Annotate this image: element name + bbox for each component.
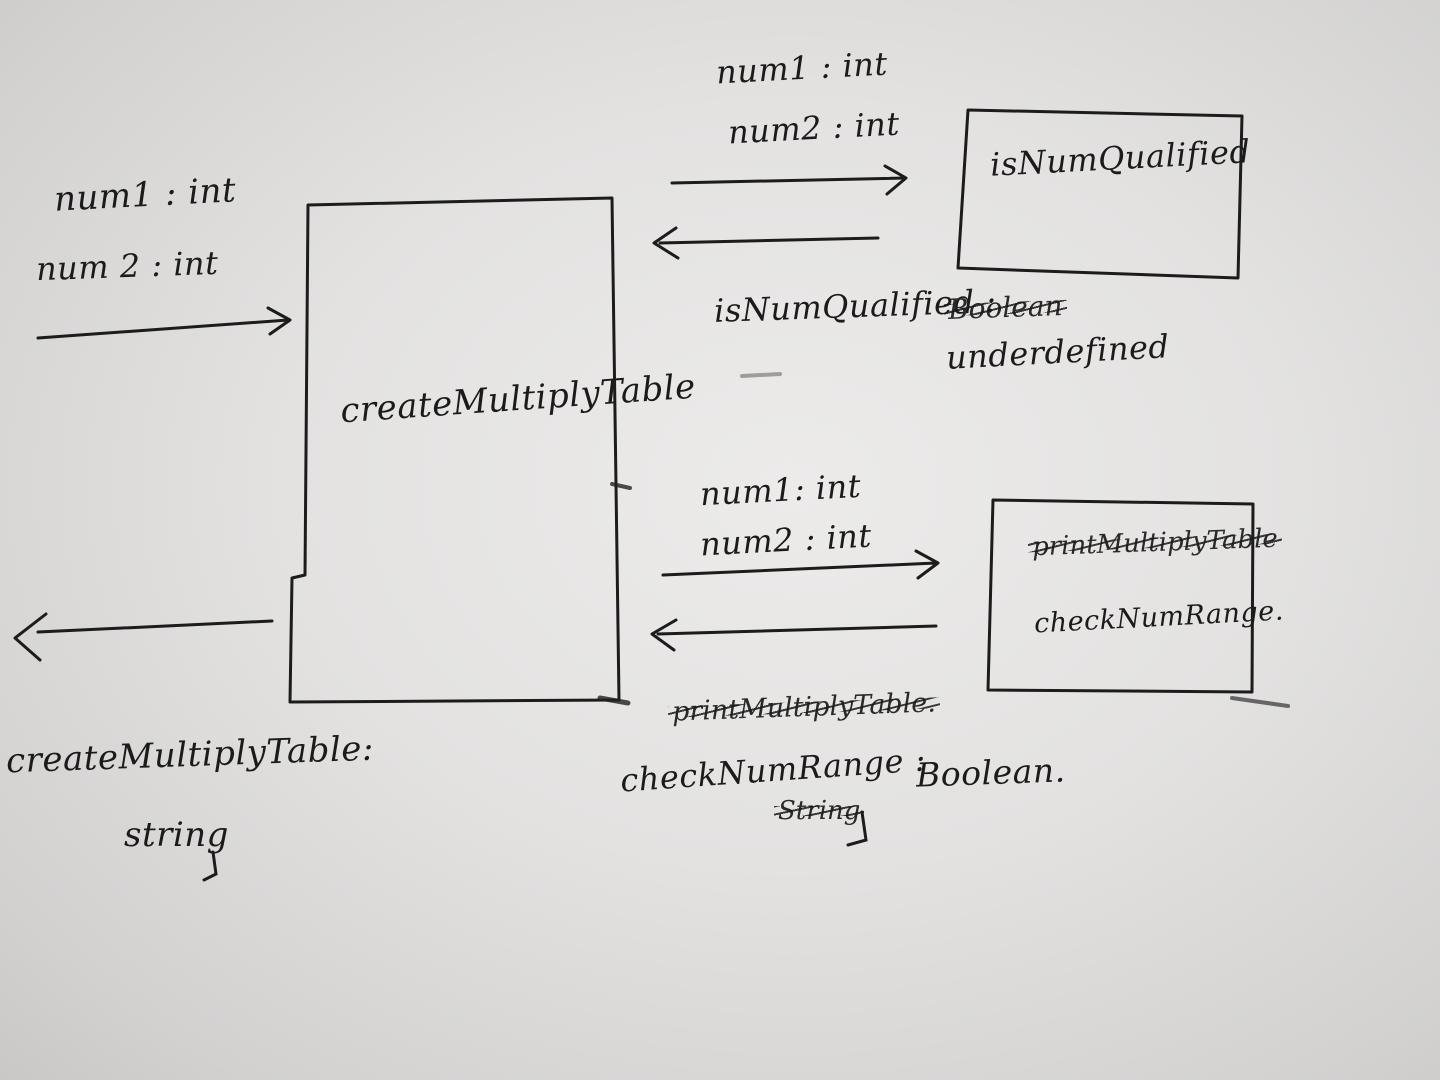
helper-bottom-return-type-struck: String bbox=[774, 798, 865, 824]
smudge-mark bbox=[1230, 696, 1290, 708]
helper-top-call-arrow bbox=[670, 164, 908, 196]
helper-bottom-input-num1: num1: int bbox=[699, 466, 862, 514]
helper-top-return-type-struck: Boolean bbox=[943, 289, 1067, 326]
smudge-mark bbox=[740, 372, 782, 378]
helper-bottom-box bbox=[986, 498, 1255, 694]
helper-bottom-return-arrow bbox=[650, 618, 938, 652]
main-input-arrow bbox=[36, 306, 292, 340]
main-input-num2: num 2 : int bbox=[35, 243, 220, 289]
string-descender bbox=[202, 850, 218, 882]
string-hook bbox=[846, 810, 868, 847]
main-return-type: string bbox=[124, 815, 229, 855]
helper-top-box bbox=[956, 108, 1244, 280]
main-function-box bbox=[288, 196, 621, 704]
helper-top-input-num2: num2 : int bbox=[727, 104, 901, 152]
helper-bottom-call-arrow bbox=[661, 549, 940, 580]
helper-top-return-arrow bbox=[652, 226, 880, 260]
helper-bottom-input-num2: num2 : int bbox=[699, 516, 873, 564]
smudge-mark bbox=[610, 482, 632, 490]
smudge-mark bbox=[597, 695, 631, 706]
main-input-num1: num1 : int bbox=[53, 170, 238, 220]
helper-bottom-return-type: Boolean. bbox=[915, 750, 1067, 795]
main-output-arrow bbox=[13, 612, 274, 662]
strikethrough-scribble bbox=[774, 805, 865, 817]
helper-top-input-num1: num1 : int bbox=[715, 44, 889, 92]
